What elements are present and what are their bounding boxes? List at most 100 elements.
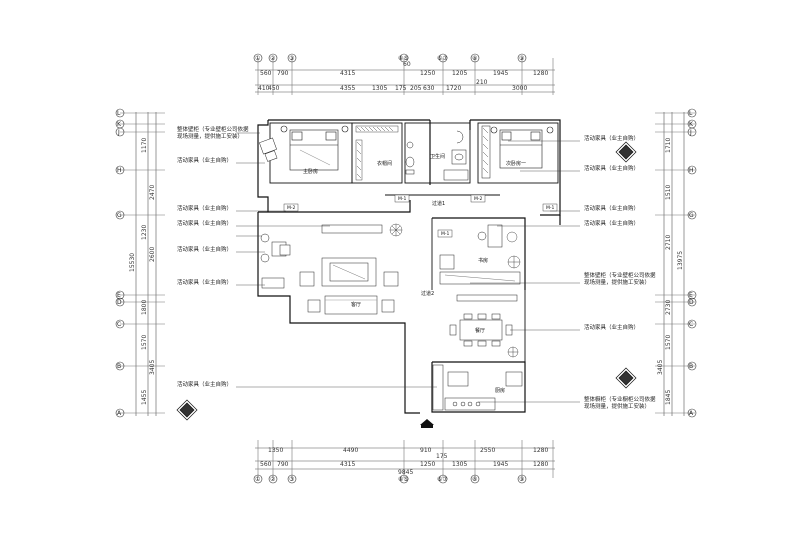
- svg-text:1510: 1510: [665, 185, 672, 200]
- axis-right-B: B: [689, 363, 693, 370]
- axis-top-45: ④⑤: [398, 55, 409, 62]
- svg-text:2710: 2710: [665, 235, 672, 250]
- left-dimensions: [120, 112, 165, 416]
- room-label-bath: 卫生间: [430, 153, 445, 160]
- dim-bot2-4: 1250: [420, 461, 435, 468]
- toilet-icon: [405, 130, 467, 175]
- note-right-cabinet-2: 现场测量，提供施工安装）: [584, 278, 650, 286]
- note-left-furniture-5: 活动家具（业主自购）: [177, 278, 232, 286]
- svg-text:1800: 1800: [141, 300, 148, 315]
- dim-bot-extra1: 175: [436, 453, 448, 460]
- top-axis-bubbles: [253, 53, 527, 63]
- axis-right-G: G: [689, 212, 694, 219]
- svg-text:2730: 2730: [665, 300, 672, 315]
- axis-bot-2: ②: [270, 476, 276, 483]
- axis-right-H: H: [689, 167, 694, 174]
- note-right-cabinet-1: 整体壁柜（专业壁柜公司依据: [584, 271, 656, 279]
- axis-left-J: J: [117, 129, 120, 136]
- wall-cabinet: [456, 294, 518, 302]
- dim-top2-4: 1305: [372, 85, 387, 92]
- axis-right-J: J: [689, 129, 692, 136]
- svg-text:2470: 2470: [149, 185, 156, 200]
- dim-top-3: 4315: [340, 70, 355, 77]
- bottom-axis-bubbles: [253, 474, 527, 484]
- axis-top-67: ⑥⑦: [437, 55, 448, 62]
- axis-top-2: ②: [270, 55, 276, 62]
- coffee-table: [321, 257, 377, 287]
- axis-top-3: ③: [289, 55, 294, 62]
- room-label-study: 书房: [478, 257, 488, 264]
- note-right-furniture-1: 活动家具（业主自购）: [584, 134, 639, 142]
- axis-right-E: E: [689, 292, 693, 299]
- svg-text:1230: 1230: [141, 225, 148, 240]
- svg-text:1845: 1845: [665, 390, 672, 405]
- axis-left-L: L: [117, 110, 121, 117]
- right-dimensions: [655, 112, 695, 416]
- svg-text:2600: 2600: [149, 247, 156, 262]
- door-tag-5: M-1: [546, 205, 555, 211]
- dim-bot2-7: 1280: [533, 461, 548, 468]
- dining-table: [449, 313, 513, 347]
- dim-top-extra: 60: [403, 61, 411, 68]
- dim-top2-6: 205: [410, 85, 422, 92]
- exterior-walls: [257, 119, 561, 414]
- dim-bot-2: 4490: [343, 447, 358, 454]
- dim-top2-10: 210: [476, 79, 488, 86]
- kitchen-counter: [432, 364, 523, 411]
- left-dim-text: 1170 2470 1230 2600 15530 1800 1570 3405…: [129, 138, 156, 405]
- note-right-kitchen-2: 现场测量，提供施工安装）: [584, 402, 650, 410]
- svg-text:3405: 3405: [657, 360, 664, 375]
- dim-top-7: 1280: [533, 70, 548, 77]
- door-tag-2: M-2: [474, 196, 483, 202]
- axis-right-C: C: [689, 321, 693, 328]
- dim-bot-1: 1350: [268, 447, 283, 454]
- axis-top-1: ①: [255, 55, 260, 62]
- wardrobe: [481, 125, 491, 179]
- axis-top-9: ⑨: [519, 55, 524, 62]
- dim-top-4: 1250: [420, 70, 435, 77]
- dim-top2-5: 175: [395, 85, 407, 92]
- room-label-kitchen: 厨房: [495, 387, 505, 394]
- room-label-closet: 衣帽间: [377, 160, 392, 167]
- note-left-furniture-2: 活动家具（业主自购）: [177, 204, 232, 212]
- closet-racks: [355, 125, 399, 181]
- dim-bot-extra2: 9845: [398, 469, 413, 476]
- door-tag-1: M-1: [398, 196, 407, 202]
- dim-bot-4: 2550: [480, 447, 495, 454]
- svg-text:15530: 15530: [129, 253, 136, 272]
- room-label-living: 客厅: [351, 301, 361, 308]
- dim-top2-9: 3000: [512, 85, 527, 92]
- dim-bot2-6: 1945: [493, 461, 508, 468]
- dim-top2-7: 630: [423, 85, 435, 92]
- dim-top-2: 790: [277, 70, 289, 77]
- svg-text:1170: 1170: [141, 138, 148, 153]
- room-label-dining: 餐厅: [475, 327, 485, 334]
- second-bed: [490, 126, 554, 169]
- dim-top2-8: 1720: [446, 85, 461, 92]
- axis-bot-3: ③: [289, 476, 294, 483]
- sofa: [299, 271, 399, 315]
- axis-right-D: D: [689, 299, 694, 306]
- side-cabinet: [261, 277, 285, 289]
- svg-text:13975: 13975: [677, 251, 684, 270]
- note-left-cabinet-1: 整体壁柜（专业壁柜公司依据: [177, 125, 249, 133]
- door-tag-4: M-2: [287, 205, 296, 211]
- note-right-furniture-2: 活动家具（业主自购）: [584, 164, 639, 172]
- axis-bot-45: ④⑤: [398, 476, 409, 483]
- dim-top2-1: 410: [258, 85, 270, 92]
- axis-bot-1: ①: [255, 476, 260, 483]
- axis-bot-8: ⑧: [472, 476, 477, 483]
- axis-right-L: L: [689, 110, 693, 117]
- room-label-second: 次卧房一: [506, 160, 526, 167]
- axis-left-E: E: [117, 292, 121, 299]
- right-dim-text: 1710 1510 2710 13975 2730 1570 3405 1845: [657, 138, 684, 405]
- axis-right-A: A: [689, 410, 694, 417]
- axis-left-C: C: [117, 321, 121, 328]
- elevation-marker-icon: [176, 399, 198, 421]
- entry-arrow-icon: [420, 419, 434, 425]
- entry-mat: [421, 425, 433, 428]
- note-left-furniture-1: 活动家具（业主自购）: [177, 156, 232, 164]
- dim-top-6: 1945: [493, 70, 508, 77]
- svg-text:1710: 1710: [665, 138, 672, 153]
